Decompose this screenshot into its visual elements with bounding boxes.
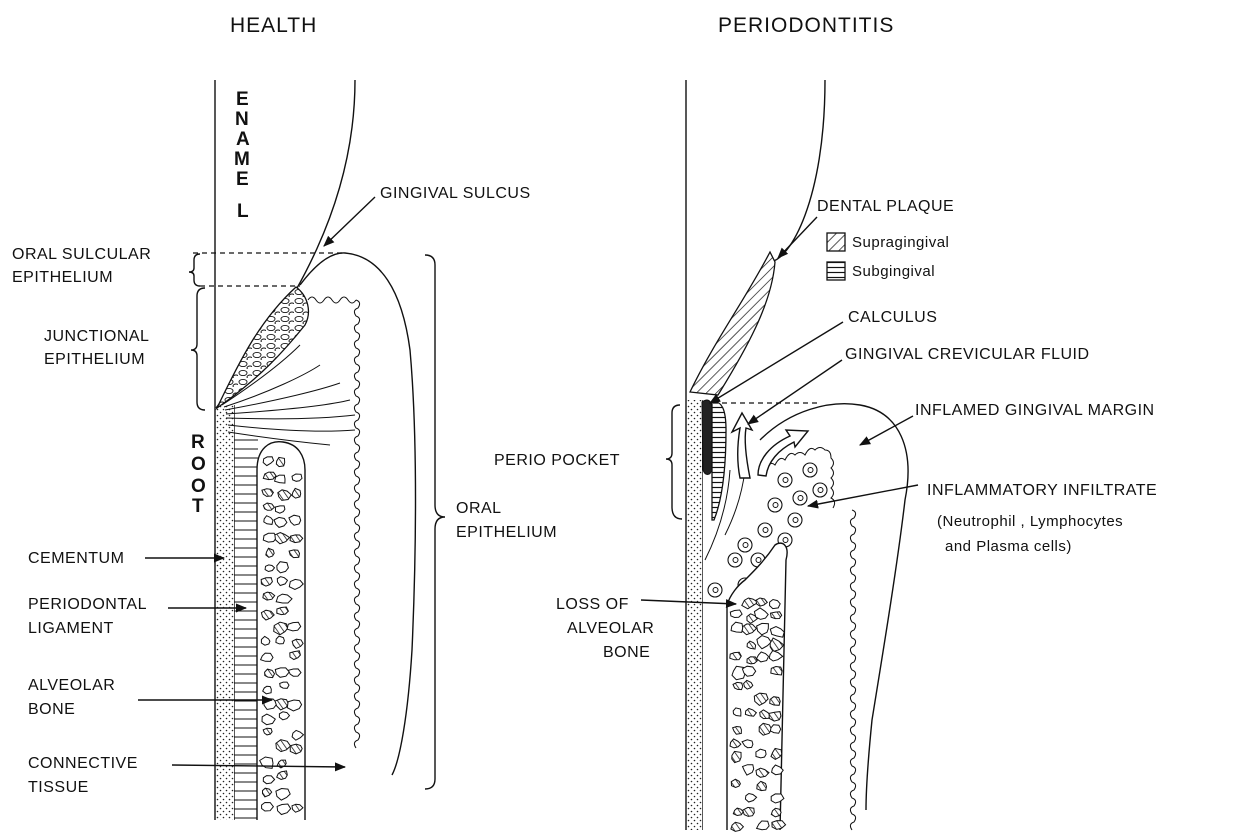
supragingival-plaque [690, 252, 775, 395]
svg-text:E: E [236, 169, 249, 190]
inflammatory-cell [758, 523, 772, 537]
label-junctional-line1: JUNCTIONAL [44, 328, 149, 345]
svg-text:A: A [236, 129, 250, 150]
cementum-band [216, 405, 234, 820]
label-junctional-line2: EPITHELIUM [44, 351, 145, 368]
label-alveolar-line1: ALVEOLAR [28, 677, 115, 694]
legend-supragingival-swatch [827, 233, 845, 251]
title-health: HEALTH [230, 14, 317, 37]
label-loss-bone-line3: BONE [603, 644, 650, 661]
label-oral-epithelium-line2: EPITHELIUM [456, 524, 557, 541]
enamel-curve-right [770, 80, 825, 262]
bone-particle [292, 474, 302, 481]
inflammatory-cell [813, 483, 827, 497]
svg-text:R: R [191, 432, 205, 453]
bone-particle [275, 475, 285, 483]
health-panel: E N A M E L R O O T GINGIVAL SULCUS ORAL… [12, 80, 557, 820]
bone-particle [769, 712, 781, 722]
svg-text:M: M [234, 149, 250, 170]
label-crevicular-fluid: GINGIVAL CREVICULAR FLUID [845, 346, 1090, 363]
inflamed-margin-pointer [860, 416, 913, 445]
label-loss-bone-line2: ALVEOLAR [567, 620, 654, 637]
legend-subgingival-label: Subgingival [852, 263, 935, 280]
connective-pointer [172, 765, 345, 767]
label-inflammatory-infiltrate: INFLAMMATORY INFILTRATE [927, 482, 1157, 499]
cementum-band-right [687, 400, 702, 830]
enamel-vertical-label: E N A M E L [234, 89, 250, 222]
gingival-sulcus-pointer [324, 197, 375, 246]
bone-particle [772, 821, 786, 830]
crevicular-fluid-pointer [748, 360, 842, 424]
label-ligament-line2: LIGAMENT [28, 620, 114, 637]
svg-text:E: E [236, 89, 249, 110]
bone-particle [771, 667, 782, 676]
legend-subgingival-swatch [827, 262, 845, 280]
oral-epithelium-wavy [308, 297, 360, 748]
perio-pocket-bracket [666, 405, 682, 519]
bone-particle [732, 751, 741, 762]
svg-text:N: N [235, 109, 249, 130]
title-periodontitis: PERIODONTITIS [718, 14, 894, 37]
label-infiltrate-detail-line1: (Neutrophil , Lymphocytes [937, 513, 1123, 530]
bone-particle [743, 807, 755, 816]
inflammatory-cell [803, 463, 817, 477]
inflammatory-cell [728, 553, 742, 567]
bone-particle [756, 749, 766, 758]
label-calculus: CALCULUS [848, 309, 937, 326]
calculus-deposit [702, 400, 712, 474]
bone-particle [733, 708, 741, 716]
bone-particle [730, 652, 742, 660]
junctional-epithelium [217, 287, 308, 408]
inflammatory-cell [793, 491, 807, 505]
label-connective-line1: CONNECTIVE [28, 755, 138, 772]
bone-particle [770, 697, 781, 706]
inflammatory-cell [768, 498, 782, 512]
label-oral-epithelium-line1: ORAL [456, 500, 502, 517]
inflammatory-cell [778, 473, 792, 487]
label-ligament-line1: PERIODONTAL [28, 596, 147, 613]
inflamed-epithelium-wavy-lower [850, 510, 855, 830]
inflammatory-cell [738, 538, 752, 552]
label-cementum: CEMENTUM [28, 550, 124, 567]
label-inflamed-margin: INFLAMED GINGIVAL MARGIN [915, 402, 1155, 419]
periodontitis-panel: Supragingival Subgingival DENTAL PLAQUE … [494, 80, 1157, 831]
inflammatory-cell [788, 513, 802, 527]
svg-text:T: T [192, 496, 204, 517]
svg-text:O: O [191, 454, 206, 475]
label-dental-plaque: DENTAL PLAQUE [817, 198, 954, 215]
label-connective-line2: TISSUE [28, 779, 89, 796]
legend-supragingival-label: Supragingival [852, 234, 949, 251]
periodontal-ligament-fibers [234, 440, 258, 818]
junctional-bracket [191, 288, 205, 410]
label-infiltrate-detail-line2: and Plasma cells) [945, 538, 1072, 555]
root-vertical-label: R O O T [191, 432, 206, 517]
bone-particle [287, 622, 301, 631]
label-oral-sulcular-line1: ORAL SULCULAR [12, 246, 151, 263]
bone-particle [730, 610, 742, 618]
bone-particle [771, 794, 784, 803]
label-perio-pocket: PERIO POCKET [494, 452, 620, 469]
oral-epithelium-bracket [425, 255, 445, 789]
label-loss-bone-line1: LOSS OF [556, 596, 629, 613]
label-gingival-sulcus: GINGIVAL SULCUS [380, 185, 531, 202]
gingiva-outline [300, 253, 416, 775]
bone-particle [771, 612, 782, 619]
bone-particle [770, 725, 780, 733]
inflammatory-cell [708, 583, 722, 597]
label-oral-sulcular-line2: EPITHELIUM [12, 269, 113, 286]
bone-particle [277, 607, 289, 615]
svg-text:O: O [191, 476, 206, 497]
label-alveolar-line2: BONE [28, 701, 75, 718]
oral-sulcular-bracket [189, 254, 200, 286]
bone-particle [280, 682, 289, 688]
svg-text:L: L [237, 201, 249, 222]
plaque-pointer [778, 217, 817, 258]
subgingival-plaque [712, 402, 726, 520]
bone-particle [276, 457, 284, 466]
